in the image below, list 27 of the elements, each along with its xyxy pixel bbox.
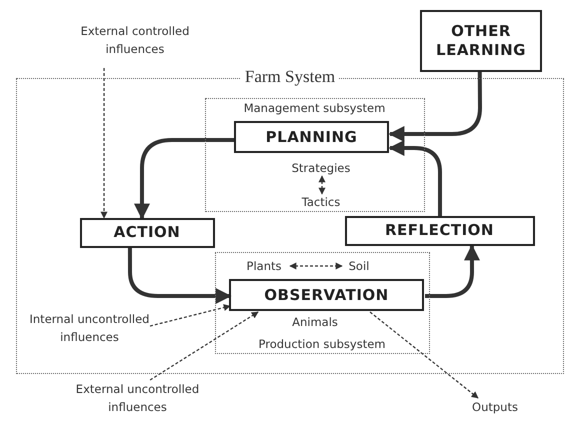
text-label: Strategies xyxy=(289,159,353,175)
arrow xyxy=(370,312,479,398)
process-box: OTHER LEARNING xyxy=(420,10,542,72)
text-label: Plants xyxy=(239,257,289,273)
process-box: OBSERVATION xyxy=(229,279,424,311)
double-arrow xyxy=(318,175,326,195)
text-label: Internal uncontrolled influences xyxy=(30,310,150,370)
arrow xyxy=(134,138,235,220)
double-arrow xyxy=(289,262,343,270)
arrow xyxy=(388,140,442,216)
arrow xyxy=(150,312,259,380)
arrow xyxy=(150,304,231,327)
process-box: PLANNING xyxy=(234,121,389,153)
arrow xyxy=(128,248,232,304)
text-label: Tactics xyxy=(293,193,349,209)
arrow xyxy=(100,68,108,219)
text-label: Animals xyxy=(287,313,343,329)
text-label: External uncontrolled influences xyxy=(45,380,230,430)
dotted-frame xyxy=(204,98,424,212)
text-label: Soil xyxy=(341,257,377,273)
arrow xyxy=(425,244,480,298)
process-box: ACTION xyxy=(80,218,214,248)
arrow xyxy=(388,72,482,142)
process-box: REFLECTION xyxy=(344,216,534,246)
dotted-frame xyxy=(214,252,430,354)
text-label: Outputs xyxy=(460,398,530,418)
text-label: External controlled influences xyxy=(50,22,220,68)
